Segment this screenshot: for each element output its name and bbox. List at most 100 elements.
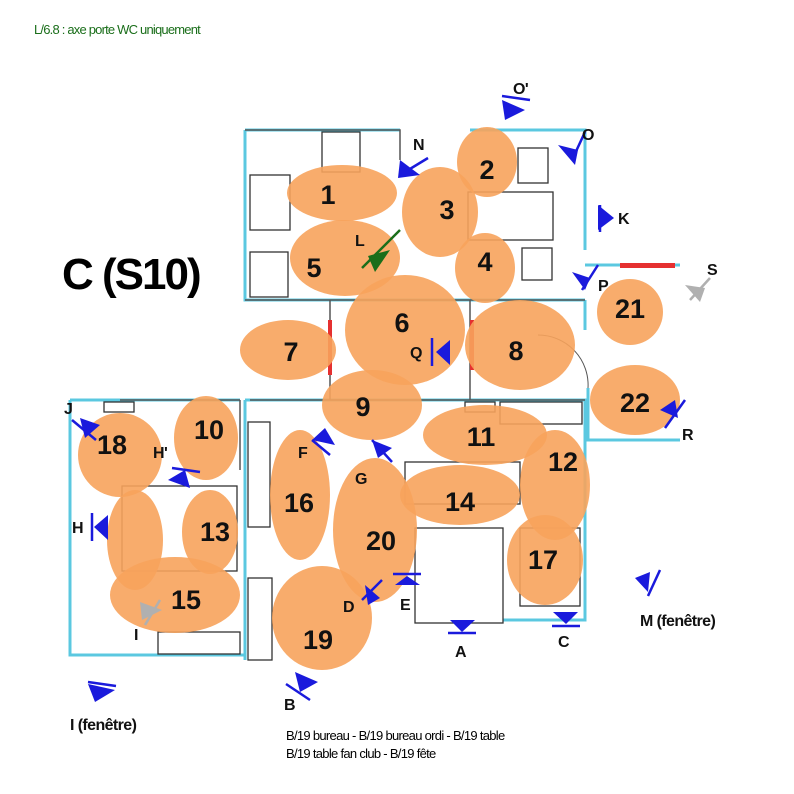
zone-9[interactable]: 9 [322, 370, 422, 440]
zone-13[interactable]: 13 [182, 490, 238, 574]
note-text: L/6.8 : axe porte WC uniquement [34, 22, 201, 37]
svg-text:7: 7 [283, 337, 298, 367]
svg-text:14: 14 [445, 487, 475, 517]
svg-text:17: 17 [528, 545, 558, 575]
svg-text:G: G [355, 471, 367, 488]
dining-table [467, 191, 554, 241]
svg-text:E: E [400, 597, 411, 614]
svg-text:19: 19 [303, 625, 333, 655]
svg-text:S: S [707, 262, 718, 279]
marker-k[interactable]: K [598, 205, 631, 232]
svg-text:F: F [298, 445, 308, 462]
appliance [247, 577, 273, 661]
svg-text:11: 11 [467, 422, 496, 452]
zone-11[interactable]: 11 [423, 405, 547, 465]
svg-text:M (fenêtre): M (fenêtre) [640, 613, 715, 630]
svg-text:12: 12 [548, 447, 578, 477]
zone-12[interactable]: 12 [520, 430, 590, 540]
svg-text:1: 1 [320, 180, 335, 210]
svg-text:2: 2 [479, 155, 494, 185]
zone-10[interactable]: 10 [174, 396, 238, 480]
svg-text:21: 21 [615, 294, 645, 324]
svg-text:H': H' [153, 445, 167, 462]
svg-text:8: 8 [508, 336, 523, 366]
marker-h-prime[interactable]: H' [153, 445, 201, 488]
marker-b[interactable]: B [284, 672, 318, 714]
counter [249, 251, 289, 298]
caption-line-1: B/19 bureau - B/19 bureau ordi - B/19 ta… [286, 728, 505, 743]
marker-l[interactable]: L [355, 229, 401, 272]
marker-i-gray[interactable]: I [134, 599, 162, 644]
svg-text:D: D [343, 599, 354, 616]
zone-4[interactable]: 4 [455, 233, 515, 303]
svg-text:O: O [582, 127, 594, 144]
marker-o-prime[interactable]: O' [501, 81, 531, 120]
zone-6[interactable]: 6 [345, 275, 465, 385]
kitchen-island [414, 527, 504, 624]
svg-text:R: R [682, 427, 694, 444]
marker-q[interactable]: Q [410, 338, 450, 366]
zone-18[interactable]: 18 [78, 413, 163, 590]
svg-text:13: 13 [200, 517, 230, 547]
svg-text:A: A [455, 644, 467, 661]
plan-title: C (S10) [62, 250, 202, 299]
zone-22[interactable]: 22 [590, 365, 680, 435]
zone-3[interactable]: 3 [402, 167, 478, 257]
svg-text:Q: Q [410, 345, 422, 362]
svg-text:N: N [413, 137, 424, 154]
svg-text:3: 3 [439, 195, 454, 225]
sink [249, 174, 291, 231]
counter [247, 421, 271, 528]
marker-n[interactable]: N [398, 137, 429, 178]
marker-d[interactable]: D [343, 579, 383, 616]
marker-f[interactable]: F [298, 428, 335, 462]
marker-h[interactable]: H [72, 513, 108, 541]
svg-text:18: 18 [97, 430, 127, 460]
zone-2[interactable]: 2 [457, 127, 517, 197]
desk [157, 631, 241, 655]
svg-text:B: B [284, 697, 295, 714]
zone-16[interactable]: 16 [270, 430, 330, 560]
zone-8[interactable]: 8 [465, 300, 575, 390]
marker-m[interactable]: M (fenêtre) [635, 569, 716, 630]
zone-1[interactable]: 1 [287, 165, 397, 221]
marker-s[interactable]: S [685, 262, 719, 302]
svg-text:C: C [558, 634, 570, 651]
marker-g[interactable]: G [355, 439, 393, 488]
svg-text:20: 20 [366, 526, 396, 556]
svg-text:22: 22 [620, 388, 650, 418]
caption-line-2: B/19 table fan club - B/19 fête [286, 746, 436, 761]
marker-p[interactable]: P [572, 264, 610, 295]
marker-j[interactable]: J [64, 401, 100, 441]
svg-text:4: 4 [477, 247, 492, 277]
caption: B/19 bureau - B/19 bureau ordi - B/19 ta… [286, 727, 505, 763]
marker-i[interactable]: I (fenêtre) [70, 680, 137, 734]
camera-markers: O' N O K L S P Q R J H' F G H D E A C M … [64, 81, 719, 734]
marker-a[interactable]: A [448, 620, 476, 661]
marker-r[interactable]: R [660, 399, 695, 444]
zone-19[interactable]: 19 [272, 566, 372, 670]
zone-5[interactable]: 5 [290, 220, 400, 296]
svg-text:L: L [355, 233, 365, 250]
svg-text:I (fenêtre): I (fenêtre) [70, 717, 137, 734]
svg-text:9: 9 [355, 392, 370, 422]
chair [517, 147, 549, 184]
svg-text:I: I [134, 627, 138, 644]
shelf [103, 401, 135, 413]
svg-text:5: 5 [306, 253, 321, 283]
zone-17[interactable]: 17 [507, 515, 583, 605]
svg-text:J: J [64, 401, 72, 418]
marker-e[interactable]: E [393, 572, 421, 614]
chair [521, 247, 553, 281]
zone-20[interactable]: 20 [333, 458, 417, 602]
zone-7[interactable]: 7 [240, 320, 336, 380]
svg-text:10: 10 [194, 415, 224, 445]
marker-o[interactable]: O [558, 127, 595, 165]
marker-c[interactable]: C [552, 612, 580, 651]
svg-text:6: 6 [394, 308, 409, 338]
zone-14[interactable]: 14 [400, 465, 520, 525]
svg-text:O': O' [513, 81, 528, 98]
svg-text:P: P [598, 278, 609, 295]
zone-21[interactable]: 21 [597, 279, 663, 345]
